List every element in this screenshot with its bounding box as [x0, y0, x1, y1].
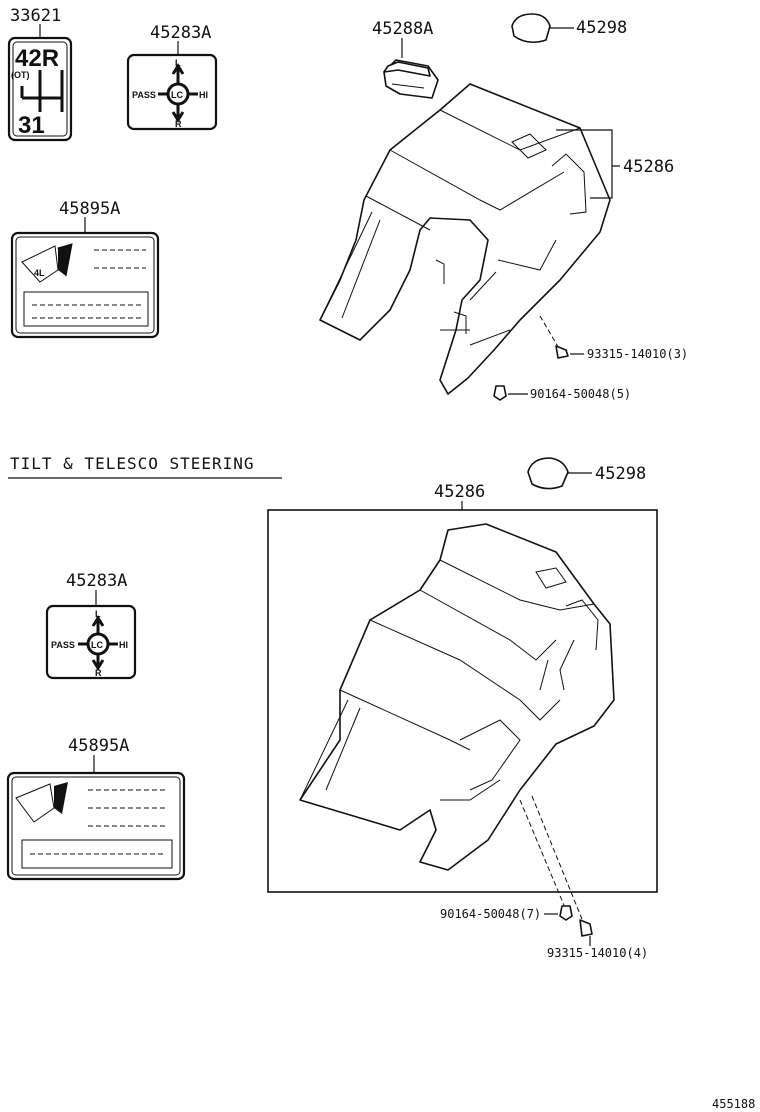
switch-top-text-bottom: L	[95, 609, 101, 619]
switch-left-text: PASS	[132, 90, 156, 100]
part-number-45895A-bottom: 45895A	[68, 736, 129, 756]
part-number-45288A: 45288A	[372, 19, 433, 39]
part-number-45283A-bottom: 45283A	[66, 571, 127, 591]
caution-icon-text: 4L	[34, 268, 45, 278]
switch-left-text-bottom: PASS	[51, 640, 75, 650]
switch-label-bottom: 45283A LC L R PASS HI	[45, 571, 137, 680]
part-number-93315-bottom: 93315-14010(4)	[547, 946, 648, 960]
switch-center-text: LC	[171, 90, 183, 100]
caution-label-top: 45895A 4L	[10, 199, 160, 339]
part-number-33621: 33621	[10, 6, 61, 26]
part-number-45286-bottom: 45286	[434, 482, 485, 502]
switch-right-text-bottom: HI	[119, 640, 128, 650]
section-title: TILT & TELESCO STEERING	[8, 454, 282, 479]
switch-center-text-bottom: LC	[91, 640, 103, 650]
caution-label-bottom: 45895A	[6, 736, 186, 881]
part-number-90164-top: 90164-50048(5)	[530, 387, 631, 401]
diagram-id: 455188	[712, 1097, 755, 1111]
switch-bottom-text-bottom: R	[95, 668, 102, 678]
column-cover-assembly-bottom: 45286 90164-50048(7) 93315-14010(4)	[267, 482, 658, 960]
part-number-90164-bottom: 90164-50048(7)	[440, 907, 541, 921]
part-number-93315-top: 93315-14010(3)	[587, 347, 688, 361]
section-title-text: TILT & TELESCO STEERING	[10, 454, 255, 473]
cap-bottom: 45298	[527, 457, 646, 490]
part-number-45298-bottom: 45298	[595, 464, 646, 484]
switch-label-top: 45283A LC L R PASS HI	[126, 23, 218, 131]
switch-bottom-text: R	[175, 119, 182, 129]
part-number-45298-top: 45298	[576, 18, 627, 38]
switch-right-text: HI	[199, 90, 208, 100]
shift-small-text: (OT)	[11, 70, 30, 80]
shift-row-bottom: 31	[18, 112, 45, 139]
part-number-45283A-top: 45283A	[150, 23, 211, 43]
switch-top-text: L	[175, 58, 181, 68]
shift-pattern-label: 33621 42R (OT) 31	[7, 6, 73, 142]
shift-row-top: 42R	[15, 45, 59, 72]
column-cover-assembly-top: 45288A 45298 45286 93315-14010(3) 90164-…	[319, 13, 688, 401]
part-number-45286-top: 45286	[623, 157, 674, 177]
part-number-45895A-top: 45895A	[59, 199, 120, 219]
